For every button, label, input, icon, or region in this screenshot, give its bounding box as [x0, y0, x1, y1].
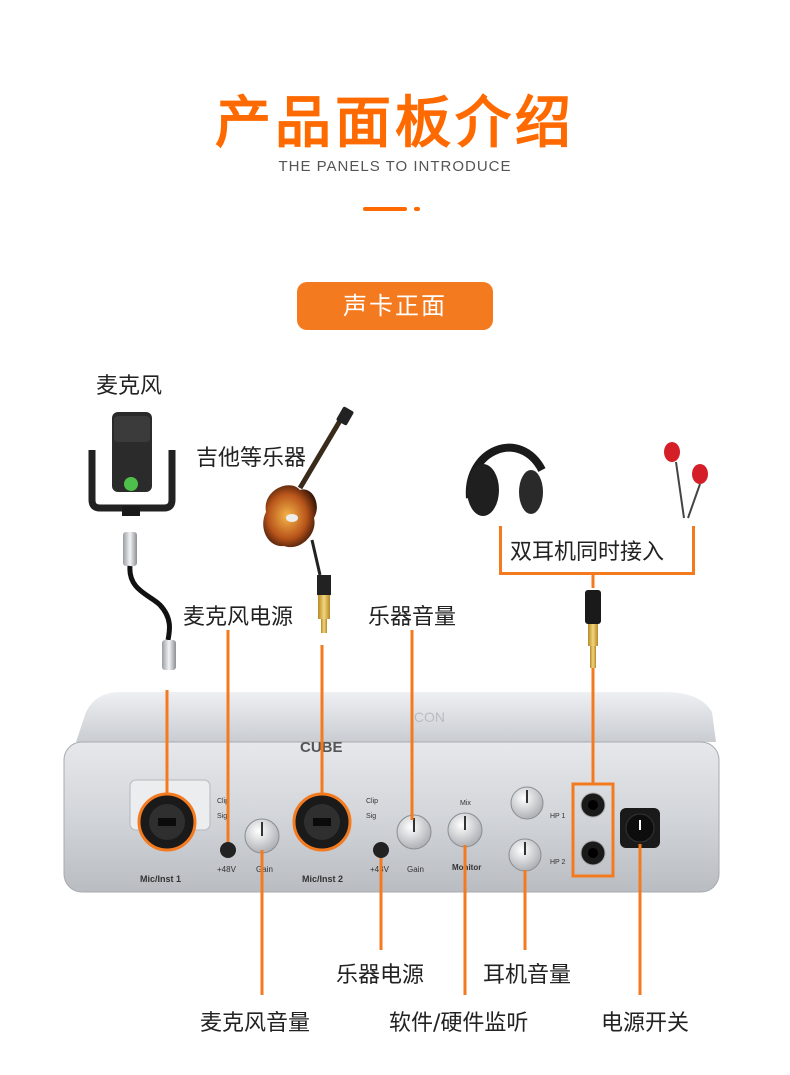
svg-text:+48V: +48V: [217, 865, 237, 874]
title-divider: [363, 207, 407, 211]
instrument-jack-icon: [317, 575, 331, 633]
xlr-cable-icon: [123, 532, 176, 670]
sig-2-text: Sig: [366, 813, 376, 820]
phantom-power-1-button: +48V: [217, 842, 237, 874]
label-headphone-volume: 耳机音量: [483, 963, 572, 988]
svg-text:HP 1: HP 1: [550, 813, 566, 820]
clip-2-text: Clip: [366, 798, 378, 805]
page-title: 产品面板介绍: [215, 91, 575, 156]
earphones-icon: [664, 442, 708, 519]
leader-lines: [165, 572, 642, 995]
headphone-jacks: [571, 782, 615, 878]
svg-text:Gain: Gain: [256, 865, 273, 874]
mic-inst-1-jack: Mic/Inst 1: [137, 792, 197, 884]
svg-text:HP 2: HP 2: [550, 859, 566, 866]
mic-inst-2-text: Mic/Inst 2: [302, 874, 343, 884]
label-mic-power: 麦克风电源: [183, 605, 294, 630]
headphone-bracket: [499, 526, 695, 575]
label-power-switch: 电源开关: [601, 1011, 690, 1036]
label-mic-volume: 麦克风音量: [200, 1011, 311, 1036]
label-monitor: 软件/硬件监听: [389, 1011, 529, 1036]
svg-text:Monitor: Monitor: [452, 863, 481, 872]
hp2-volume-knob: HP 2: [508, 838, 566, 872]
hp1-volume-knob: HP 1: [510, 786, 566, 820]
mic-inst-1-text: Mic/Inst 1: [140, 874, 181, 884]
headphone-jack-icon: [585, 590, 601, 668]
device-brand-text: ICON: [410, 709, 445, 725]
section-badge: 声卡正面: [297, 282, 493, 330]
title-divider-dot: [414, 207, 420, 211]
svg-text:Mix: Mix: [460, 800, 471, 807]
svg-text:Gain: Gain: [407, 865, 424, 874]
mic-inst-2-jack: Mic/Inst 2: [292, 792, 352, 884]
label-guitar: 吉他等乐器: [196, 446, 307, 471]
page-subtitle: THE PANELS TO INTRODUCE: [278, 158, 512, 175]
microphone-icon: [88, 412, 176, 516]
audio-interface-device: CUBE ICON: [63, 692, 720, 893]
headphones-icon: [465, 443, 546, 516]
label-instrument-volume: 乐器音量: [368, 605, 457, 630]
clip-1-text: Clip: [217, 798, 229, 805]
guitar-icon: [263, 406, 354, 576]
gain-2-knob: Gain: [396, 814, 432, 874]
monitor-knob: Mix Monitor: [447, 800, 483, 872]
sig-1-text: Sig: [217, 813, 227, 820]
label-instrument-power: 乐器电源: [336, 963, 425, 988]
label-microphone: 麦克风: [96, 374, 163, 399]
label-dual-headphones: 双耳机同时接入: [510, 540, 665, 565]
